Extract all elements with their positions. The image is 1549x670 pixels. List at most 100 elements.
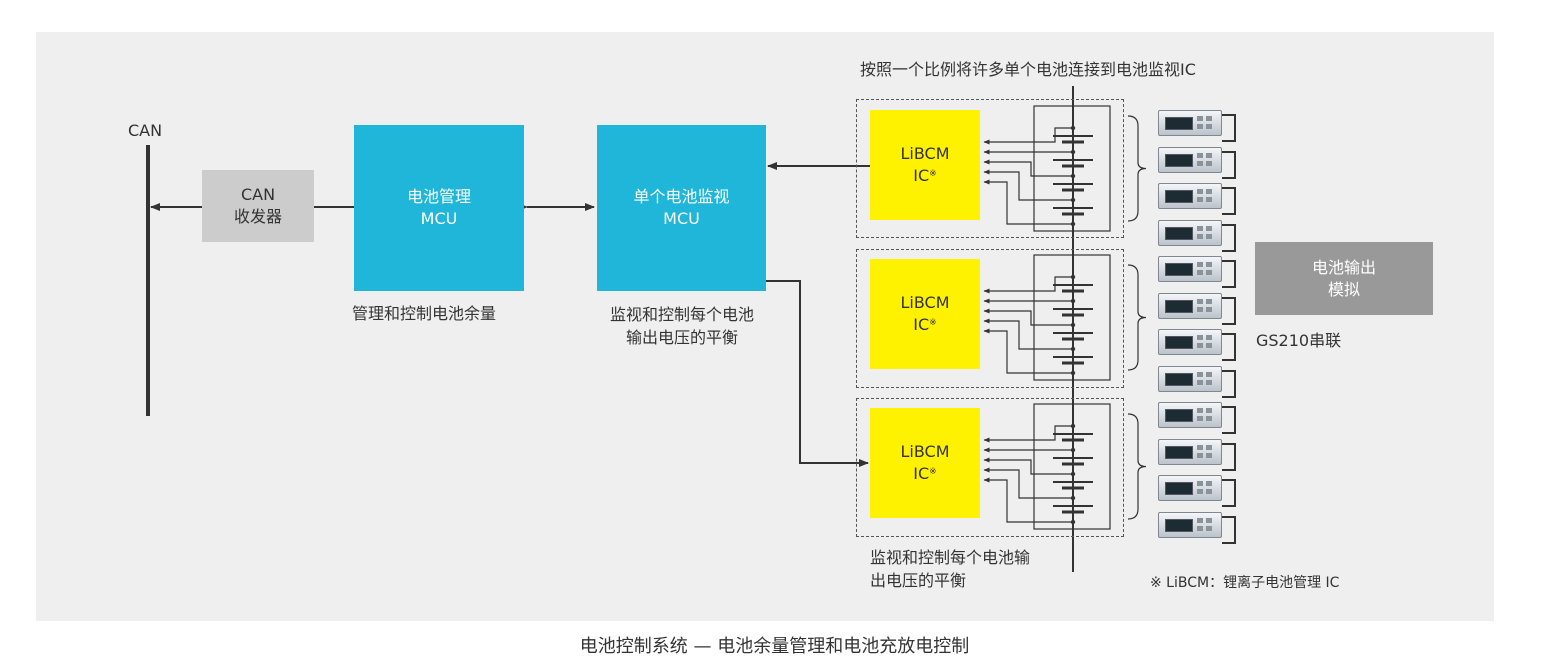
gs210-display [1165,518,1193,532]
gs210-display [1165,372,1193,386]
battery-mcu-line2: MCU [420,209,458,228]
gs210-button [1206,335,1212,340]
gs210-display [1165,482,1193,495]
gs210-button [1197,379,1203,385]
gs210-unit [1158,365,1222,392]
gs210-button [1206,225,1212,231]
gs210-unit [1158,256,1222,282]
battery-cell-groups [983,105,1111,530]
gs210-cable [1222,333,1236,361]
can-transceiver-line1: CAN [240,185,276,204]
can-transceiver-box: CAN 收发器 [202,170,314,242]
libcm-group-1 [856,99,1124,238]
gs210-cable [1222,150,1236,179]
cell-mcu-caption-line2: 输出电压的平衡 [625,328,738,347]
gs210-label: GS210串联 [1256,331,1342,350]
gs210-display [1165,299,1193,313]
cell-frame [1033,403,1111,530]
libcm-group-2 [856,249,1124,388]
sense-wire [983,318,1073,350]
sense-wire [983,159,1073,177]
gs210-button [1206,124,1212,129]
gs210-button [1206,189,1212,194]
gs210-unit [1158,475,1222,501]
gs210-button [1206,444,1212,450]
gs210-button [1206,343,1212,348]
gs210-unit [1158,292,1222,319]
bottom-note: 监视和控制每个电池输 出电压的平衡 [870,546,1030,592]
junction-dot [1070,149,1076,155]
gs210-cable [1222,114,1236,142]
gs210-button [1206,270,1212,275]
junction-dot [1070,423,1076,429]
libcm-ic-box-3: LiBCM IC※ [870,408,980,518]
junction-dot [1070,322,1076,328]
sense-wire [983,457,1073,475]
group-brace-1 [1127,115,1147,222]
junction-dot [1070,274,1076,280]
gs210-button [1197,233,1203,239]
sense-wire [983,425,1073,443]
gs210-button [1197,343,1203,348]
sense-wire [983,308,1073,326]
junction-dot [1070,125,1076,131]
gs210-button [1197,525,1203,531]
figure-caption: 电池控制系统 — 电池余量管理和电池充放电控制 [579,636,970,657]
output-sim-line1: 电池输出 [1311,257,1376,277]
libcm-2-line1: LiBCM [900,293,950,312]
junction-dot [1070,519,1076,525]
cell-mcu-line1: 单个电池监视 [633,187,730,206]
gs210-button [1197,225,1203,231]
gs210-button [1197,306,1203,312]
gs210-display [1165,153,1193,167]
cell-frame [1033,105,1111,232]
cell-frame [1033,254,1111,381]
libcm-1-line1: LiBCM [900,144,950,163]
libcm-2-mark: ※ [929,318,937,328]
gs210-button [1197,408,1203,413]
battery-mcu-line1: 电池管理 [406,187,471,206]
gs210-cable [1222,187,1236,215]
libcm-3-mark: ※ [929,467,937,477]
cell-mcu-line2: MCU [663,209,700,228]
gs210-button [1206,452,1212,458]
group-brace-2 [1127,264,1147,371]
sense-wire [983,276,1073,294]
gs210-button [1197,160,1203,166]
gs210-button [1197,371,1203,377]
gs210-button [1197,335,1203,340]
gs210-unit [1158,511,1222,538]
gs210-button [1206,517,1212,523]
gs210-display [1165,263,1193,276]
arrow-cell-mcu-to-libcm [766,280,869,467]
sense-wire [983,467,1073,499]
can-transceiver-line2: 收发器 [233,207,282,226]
gs210-cable [1222,223,1236,252]
libcm-group-3 [856,398,1124,537]
battery-mcu-caption: 管理和控制电池余量 [352,304,497,323]
gs210-button [1206,481,1212,486]
bottom-note-line2: 出电压的平衡 [870,571,967,590]
junction-dot [1070,197,1076,203]
gs210-unit [1158,402,1222,428]
gs210-button [1197,152,1203,158]
output-sim-line2: 模拟 [1327,279,1360,299]
gs210-button [1197,489,1203,494]
cell-monitor-mcu-box: 单个电池监视 MCU [597,125,766,291]
cell-mcu-caption: 监视和控制每个电池 输出电压的平衡 [580,303,784,349]
gs210-display [1165,336,1193,349]
battery-cell-group-2 [983,254,1111,381]
sense-wire [983,127,1073,145]
gs210-button [1206,197,1212,202]
gs210-button [1197,416,1203,421]
gs210-cable [1222,406,1236,434]
gs210-button [1197,197,1203,202]
cell-mcu-caption-line1: 监视和控制每个电池 [609,305,754,324]
gs210-button [1206,379,1212,385]
gs210-display [1165,190,1193,203]
sense-wire [983,477,1073,523]
gs210-button [1206,160,1212,166]
gs210-button [1197,452,1203,458]
gs210-button [1206,525,1212,531]
